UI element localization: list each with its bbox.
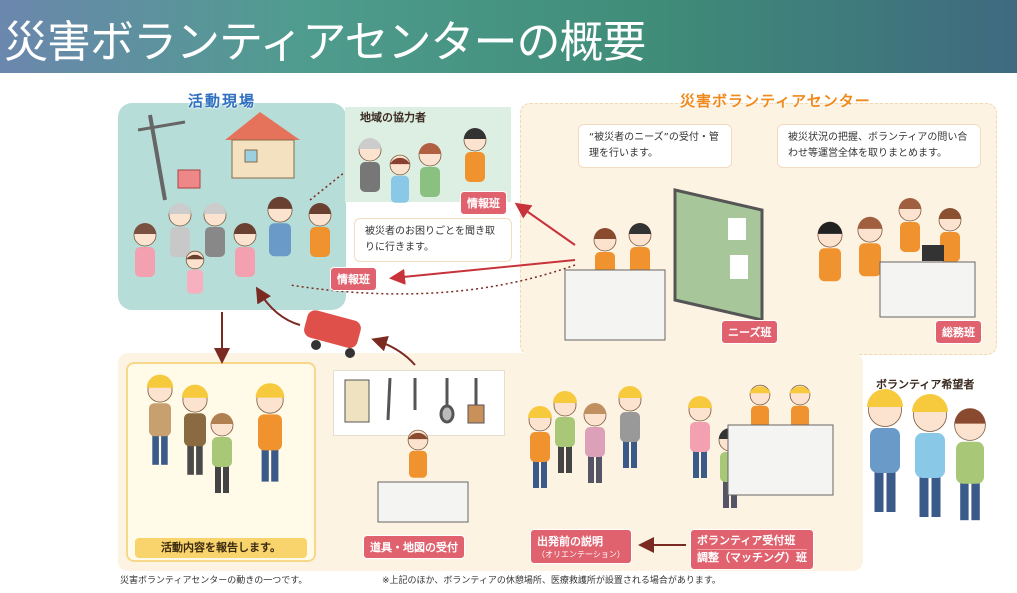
info-team-tag: 情報班 <box>330 267 377 291</box>
person-figure <box>789 384 811 433</box>
orientation-sub: （オリエンテーション） <box>537 550 625 559</box>
person-figure <box>389 154 411 203</box>
page-title: 災害ボランティアセンターの概要 <box>4 17 646 68</box>
person-figure <box>583 403 607 483</box>
person-figure <box>817 221 843 282</box>
person-figure <box>308 203 332 257</box>
local-title: 地域の協力者 <box>360 111 426 124</box>
person-figure <box>146 374 174 465</box>
orientation-tag: 出発前の説明 （オリエンテーション） <box>530 529 632 564</box>
person-figure <box>168 203 192 257</box>
bulletin-board-icon <box>673 188 764 322</box>
report-label: 活動内容を報告します。 <box>135 538 307 558</box>
tools-reception-tag: 道具・地図の受付 <box>363 535 465 559</box>
person-figure <box>618 386 642 468</box>
reception-matching-tag: ボランティア受付班 調整（マッチング）班 <box>690 529 814 570</box>
local-bubble: 被災者のお困りごとを聞き取りに行きます。 <box>354 218 512 262</box>
matching-label: 調整（マッチング）班 <box>697 551 807 564</box>
person-figure <box>857 216 883 277</box>
person-figure <box>867 389 903 512</box>
person-figure <box>553 391 577 473</box>
needs-bubble: “被災者のニーズ”の受付・管理を行います。 <box>578 124 732 168</box>
person-figure <box>133 223 157 277</box>
general-team-tag: 総務班 <box>935 320 982 344</box>
general-bubble: 被災状況の把握、ボランティアの問い合わせ等運営全体を取りまとめます。 <box>777 124 981 168</box>
person-figure <box>233 223 257 277</box>
person-figure <box>358 138 382 192</box>
title-banner: 災害ボランティアセンターの概要 <box>0 0 1017 73</box>
volunteers-title: ボランティア希望者 <box>876 378 975 391</box>
person-figure <box>203 203 227 257</box>
center-title: 災害ボランティアセンター <box>680 92 871 110</box>
orientation-label: 出発前の説明 <box>537 535 603 548</box>
footnote-right: ※上記のほか、ボランティアの休憩場所、医療救護所が設置される場合があります。 <box>382 576 721 586</box>
person-figure <box>181 384 209 475</box>
person-figure <box>528 406 552 488</box>
desk <box>879 261 976 318</box>
tools-icon <box>344 377 485 424</box>
footnote-left: 災害ボランティアセンターの動きの一つです。 <box>120 576 308 586</box>
person-figure <box>463 128 487 182</box>
person-figure <box>628 223 652 277</box>
person-figure <box>210 413 234 493</box>
desk <box>727 424 834 496</box>
needs-team-tag: ニーズ班 <box>721 320 779 344</box>
person-figure <box>407 429 429 478</box>
damaged-house-icon <box>137 112 300 201</box>
person-figure <box>185 250 205 294</box>
vehicle-icon <box>304 310 361 358</box>
reception-label: ボランティア受付班 <box>697 533 807 550</box>
info-team-tag: 情報班 <box>460 191 507 215</box>
desk <box>564 269 666 341</box>
person-figure <box>938 208 962 262</box>
person-figure <box>898 198 922 252</box>
flow-arrows <box>214 171 686 553</box>
person-figure <box>688 396 712 478</box>
site-title: 活動現場 <box>188 92 257 110</box>
laptop-icon <box>922 245 944 261</box>
person-figure <box>954 408 986 521</box>
person-figure <box>418 143 442 197</box>
person-figure <box>255 383 285 482</box>
desk <box>377 481 469 523</box>
person-figure <box>267 196 293 257</box>
person-figure <box>912 394 948 517</box>
